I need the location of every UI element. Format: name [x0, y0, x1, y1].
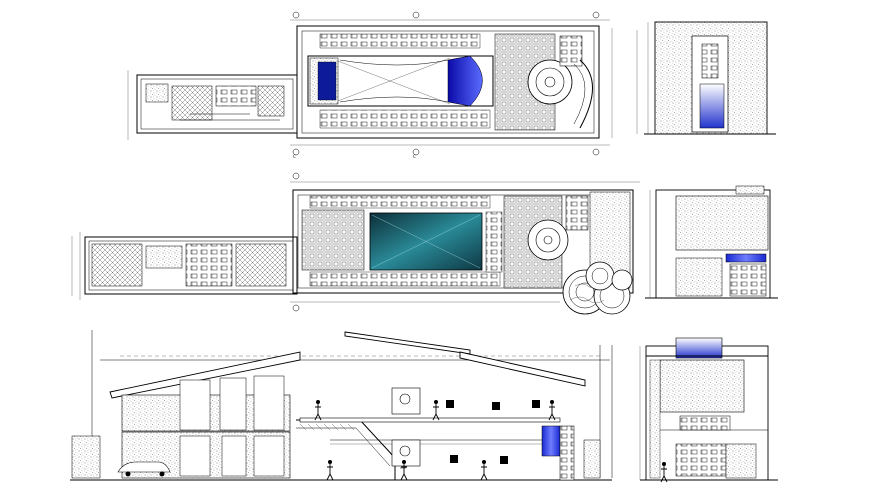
cross-section: [639, 337, 778, 483]
upper-floor-plan: [71, 172, 640, 315]
axis-marker: [292, 304, 300, 312]
ground-floor-plan: C C: [127, 11, 613, 159]
car-silhouette: [117, 461, 171, 473]
front-elevation: [636, 21, 776, 135]
longitudinal-section: [70, 330, 613, 481]
tree-cluster: [562, 261, 633, 315]
axis-mark-label: C: [293, 154, 296, 159]
side-elevation: [645, 185, 778, 299]
axis-marker: [292, 11, 600, 156]
axis-mark-label: C: [413, 154, 416, 159]
axis-marker: [292, 172, 300, 180]
human-figures: [314, 400, 556, 481]
